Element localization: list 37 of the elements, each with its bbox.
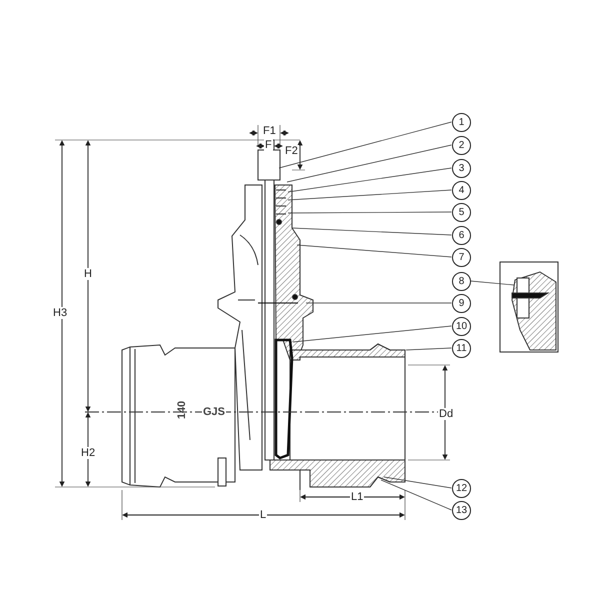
leader-line	[292, 228, 452, 236]
leader-line	[286, 144, 452, 182]
leader-line	[296, 244, 452, 258]
callout-number: 7	[452, 248, 471, 267]
callout-number: 8	[452, 272, 471, 291]
dimension-label: L1	[350, 491, 364, 503]
dimension-label: H3	[52, 307, 68, 319]
leader-line	[278, 122, 452, 168]
dimension-label: F1	[262, 125, 277, 137]
casting-mark: 140	[176, 400, 188, 420]
callout-number: 5	[452, 203, 471, 222]
leader-line	[380, 480, 452, 510]
callout-number: 9	[452, 294, 471, 313]
dimension-label: F2	[284, 145, 299, 157]
leader-line	[470, 280, 514, 286]
leader-line	[288, 168, 452, 192]
dimension-label: H	[83, 268, 93, 280]
dimension-label: Dd	[438, 408, 454, 420]
dimension-label: F	[264, 139, 273, 151]
callout-number: 12	[452, 479, 471, 498]
dimension-label: H2	[80, 447, 96, 459]
dimension-label: L	[259, 509, 268, 521]
callout-number: 3	[452, 159, 471, 178]
leader-line	[288, 190, 452, 200]
callout-number: 4	[452, 181, 471, 200]
leader-line	[406, 348, 452, 350]
leader-line	[288, 212, 452, 214]
leader-line	[306, 302, 452, 304]
callout-number: 2	[452, 136, 471, 155]
leader-line	[292, 326, 452, 342]
casting-mark: GJS	[202, 406, 226, 418]
callout-number: 13	[452, 501, 471, 520]
callout-number: 1	[452, 113, 471, 132]
callout-number: 6	[452, 226, 471, 245]
callout-number: 11	[452, 339, 471, 358]
callout-number: 10	[452, 317, 471, 336]
leader-line	[384, 476, 452, 488]
